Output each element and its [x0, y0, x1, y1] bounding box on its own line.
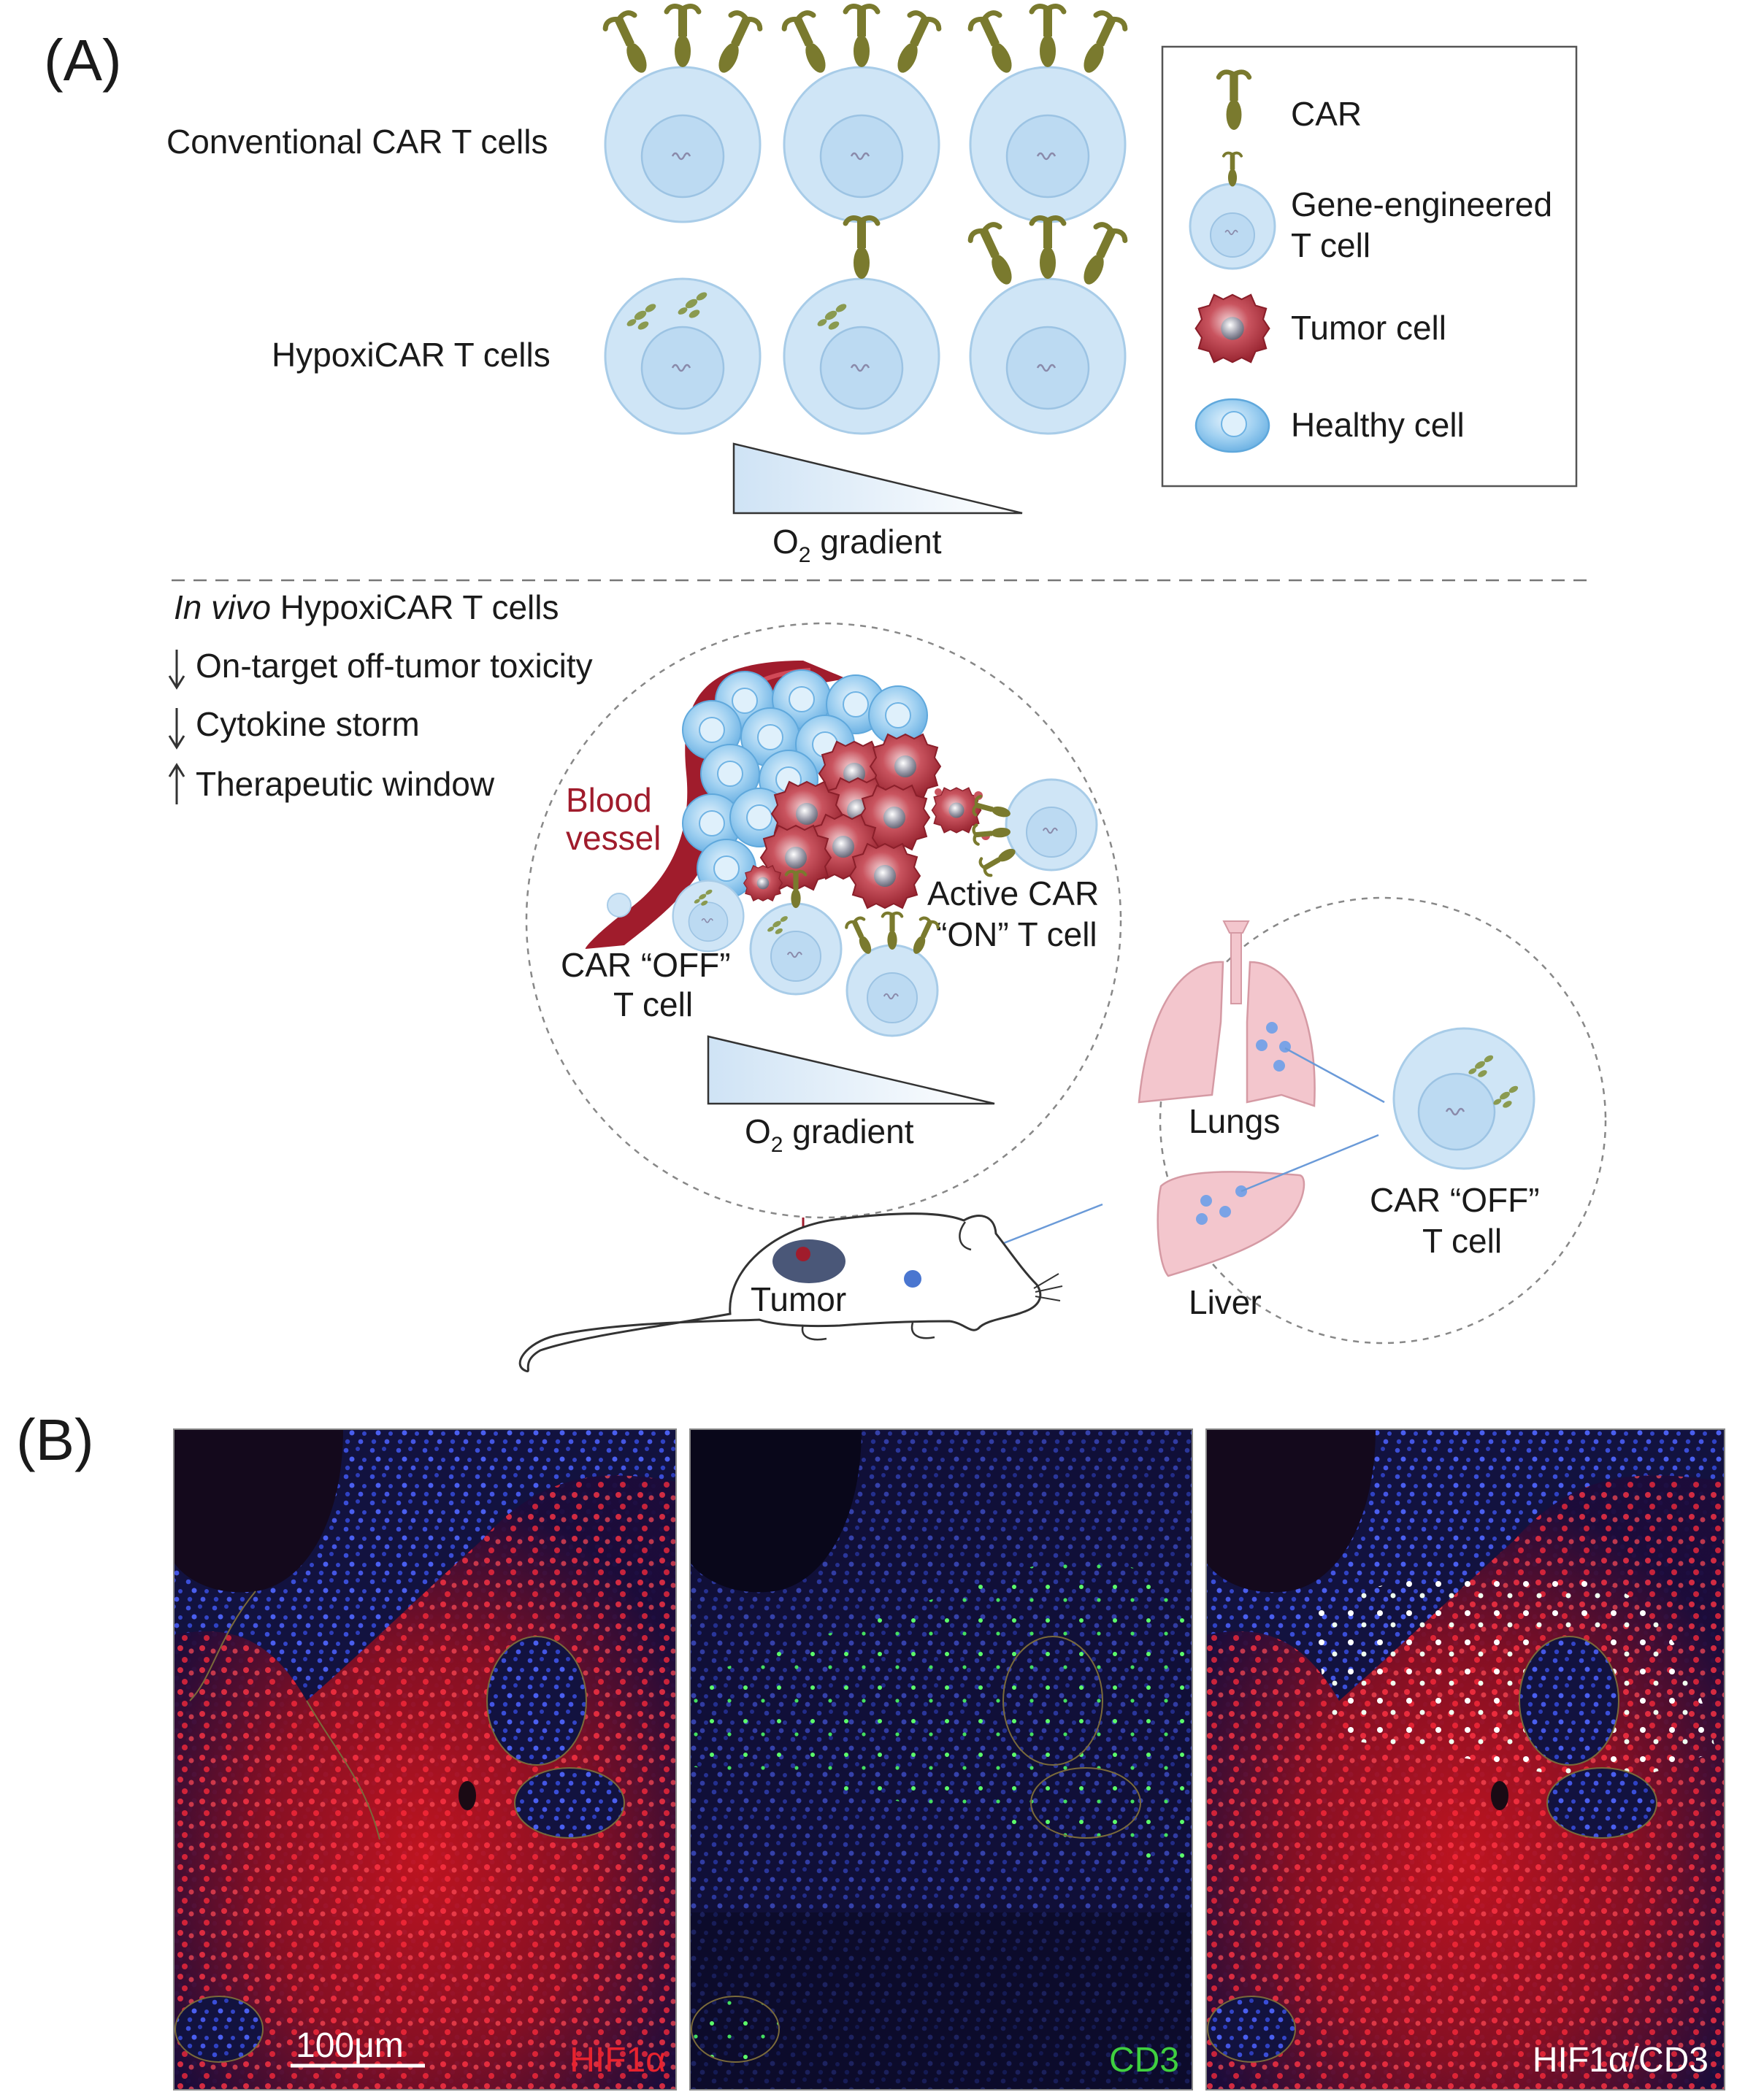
- hypoxicar-t-cell-3: [968, 218, 1127, 434]
- channel-label-hif1a: HIF1α: [570, 2041, 666, 2080]
- car-off-t-cell-large: [1392, 1027, 1535, 1170]
- panel-a-label: (A): [44, 28, 122, 93]
- row-label-conventional: Conventional CAR T cells: [166, 123, 548, 161]
- legend-box: CAR Gene-engineered T cell Tumor cell He…: [1161, 45, 1578, 488]
- effect-item-toxicity: On-target off-tumor toxicity: [168, 647, 593, 690]
- up-arrow-icon: [168, 763, 185, 804]
- o2-gradient-inset: O2 gradient: [707, 1035, 995, 1157]
- micrograph-hif1a: [174, 1429, 676, 2090]
- car-off-t-cell-small: [673, 881, 744, 952]
- hypoxicar-t-cell-2: [784, 218, 939, 434]
- hypoxicar-t-cell-1: [605, 279, 760, 434]
- conventional-car-t-cell-3: [968, 7, 1127, 222]
- legend-healthy-cell-label: Healthy cell: [1291, 406, 1465, 444]
- legend-t-cell-label: T cell: [1291, 226, 1370, 264]
- legend-tumor-cell-label: Tumor cell: [1291, 309, 1446, 347]
- down-arrow-icon: [168, 708, 185, 750]
- tumor-mass: [772, 1239, 845, 1283]
- conventional-car-t-cell-2: [782, 7, 941, 222]
- svg-text:On-target off-tumor toxicity: On-target off-tumor toxicity: [196, 647, 593, 685]
- down-arrow-icon: [168, 650, 185, 690]
- o2-gradient-top: O2 gradient: [732, 442, 1023, 567]
- car-off-label-1: CAR “OFF”: [561, 946, 731, 984]
- conventional-car-t-cell-1: [603, 7, 762, 222]
- active-car-label-2: “ON” T cell: [936, 915, 1097, 953]
- car-off-large-label-1: CAR “OFF”: [1370, 1181, 1540, 1219]
- effect-item-cytokine: Cytokine storm: [168, 705, 420, 750]
- active-car-label-1: Active CAR: [927, 874, 1099, 912]
- tumor-microenvironment-inset: Blood vessel: [525, 622, 1122, 1219]
- svg-text:O2 gradient: O2 gradient: [772, 523, 942, 567]
- scale-bar-label: 100μm: [296, 2026, 404, 2065]
- svg-text:O2 gradient: O2 gradient: [745, 1112, 914, 1157]
- row-label-hypoxicar: HypoxiCAR T cells: [272, 336, 551, 374]
- car-off-label-2: T cell: [613, 985, 693, 1023]
- organ-inset: Lungs Liver CAR “OFF” T cell: [1138, 896, 1607, 1345]
- legend-car-label: CAR: [1291, 95, 1362, 133]
- channel-label-cd3: CD3: [1109, 2041, 1179, 2080]
- legend-healthy-cell-icon: [1194, 398, 1270, 453]
- micrograph-merge: [1206, 1429, 1725, 2090]
- car-t-cell-bottom-2: [845, 913, 939, 1036]
- lungs-label: Lungs: [1189, 1102, 1280, 1140]
- panel-b-label: (B): [16, 1407, 94, 1472]
- invivo-title: In vivo HypoxiCAR T cells: [174, 588, 559, 626]
- car-off-large-label-2: T cell: [1422, 1222, 1502, 1260]
- mouse-icon: [518, 1212, 1063, 1373]
- liver-label: Liver: [1189, 1283, 1262, 1321]
- blood-vessel-label-2: vessel: [566, 819, 661, 857]
- micrograph-cd3: [690, 1429, 1192, 2090]
- svg-text:Therapeutic window: Therapeutic window: [196, 765, 495, 803]
- svg-text:Cytokine storm: Cytokine storm: [196, 705, 420, 743]
- legend-gene-engineered-label: Gene-engineered: [1291, 185, 1552, 223]
- blood-vessel-label-1: Blood: [566, 781, 652, 819]
- mouse-tumor-label: Tumor: [751, 1280, 846, 1318]
- legend-t-cell-icon: [1189, 151, 1276, 270]
- channel-label-merge: HIF1α/CD3: [1533, 2041, 1709, 2080]
- effect-item-therapeutic-window: Therapeutic window: [168, 763, 495, 804]
- lungs-icon: [1138, 920, 1316, 1107]
